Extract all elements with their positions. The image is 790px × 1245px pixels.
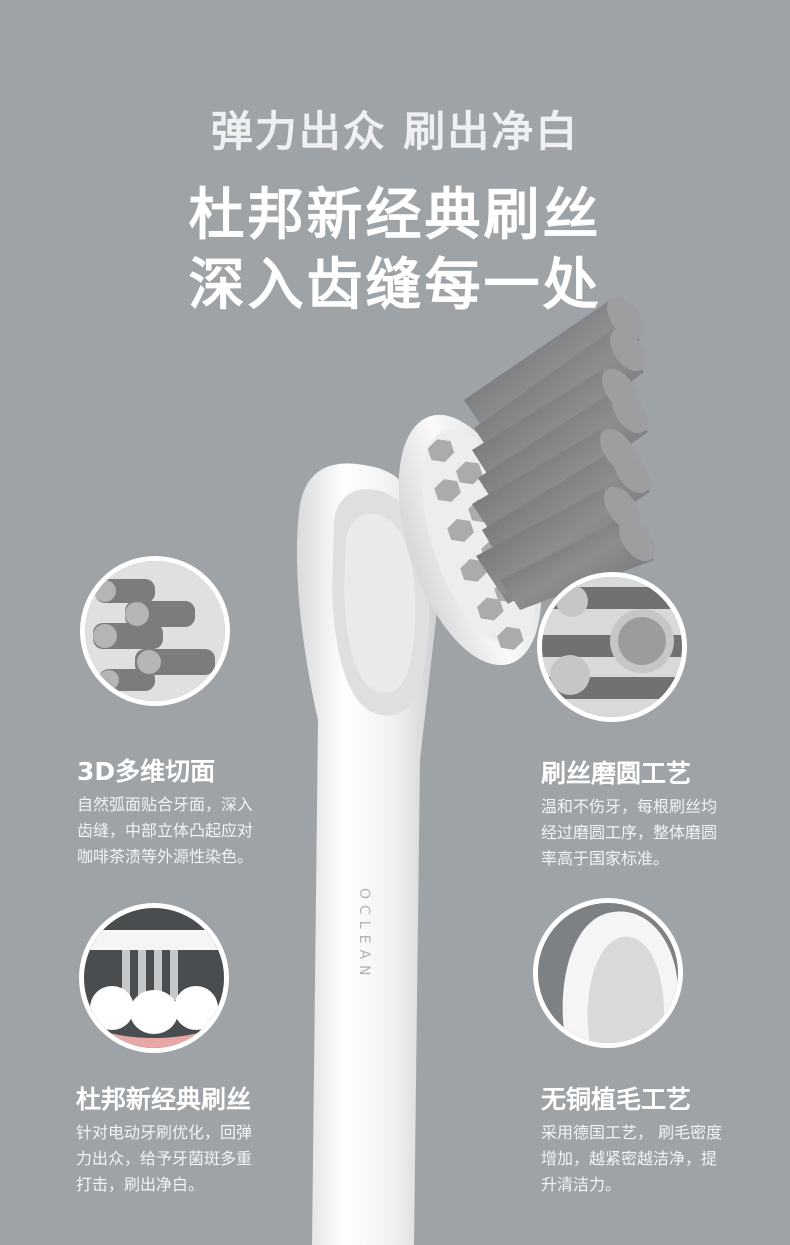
feature-4-desc: 采用德国工艺， 刷毛密度增加，越紧密越洁净，提升清洁力。 — [541, 1123, 723, 1194]
brand-mark: OCLEAN — [356, 888, 372, 982]
feature-4-title: 无铜植毛工艺 — [541, 1085, 692, 1114]
bristle-tufts — [464, 300, 654, 610]
feature-3-image — [79, 903, 229, 1053]
feature-3-desc: 针对电动牙刷优化，回弹力出众，给予牙菌斑多重打击，刷出净白。 — [76, 1123, 253, 1194]
feature-1-image — [80, 556, 230, 706]
feature-2-desc: 温和不伤牙，每根刷丝均经过磨圆工序，整体磨圆率高于国家标准。 — [541, 797, 718, 868]
feature-4-image — [533, 898, 683, 1048]
headline-line-2: 深入齿缝每一处 — [188, 253, 602, 318]
feature-1-desc: 自然弧面贴合牙面，深入齿缝，中部立体凸起应对咖啡茶渍等外源性染色。 — [77, 795, 254, 866]
subtitle: 弹力出众 刷出净白 — [210, 107, 580, 156]
bristle-tips — [600, 296, 655, 562]
headline-line-1: 杜邦新经典刷丝 — [188, 183, 602, 248]
feature-2-title: 刷丝磨圆工艺 — [541, 759, 692, 788]
feature-2-image — [537, 572, 687, 722]
feature-1-title: 3D多维切面 — [77, 757, 216, 786]
feature-3-title: 杜邦新经典刷丝 — [76, 1085, 252, 1114]
